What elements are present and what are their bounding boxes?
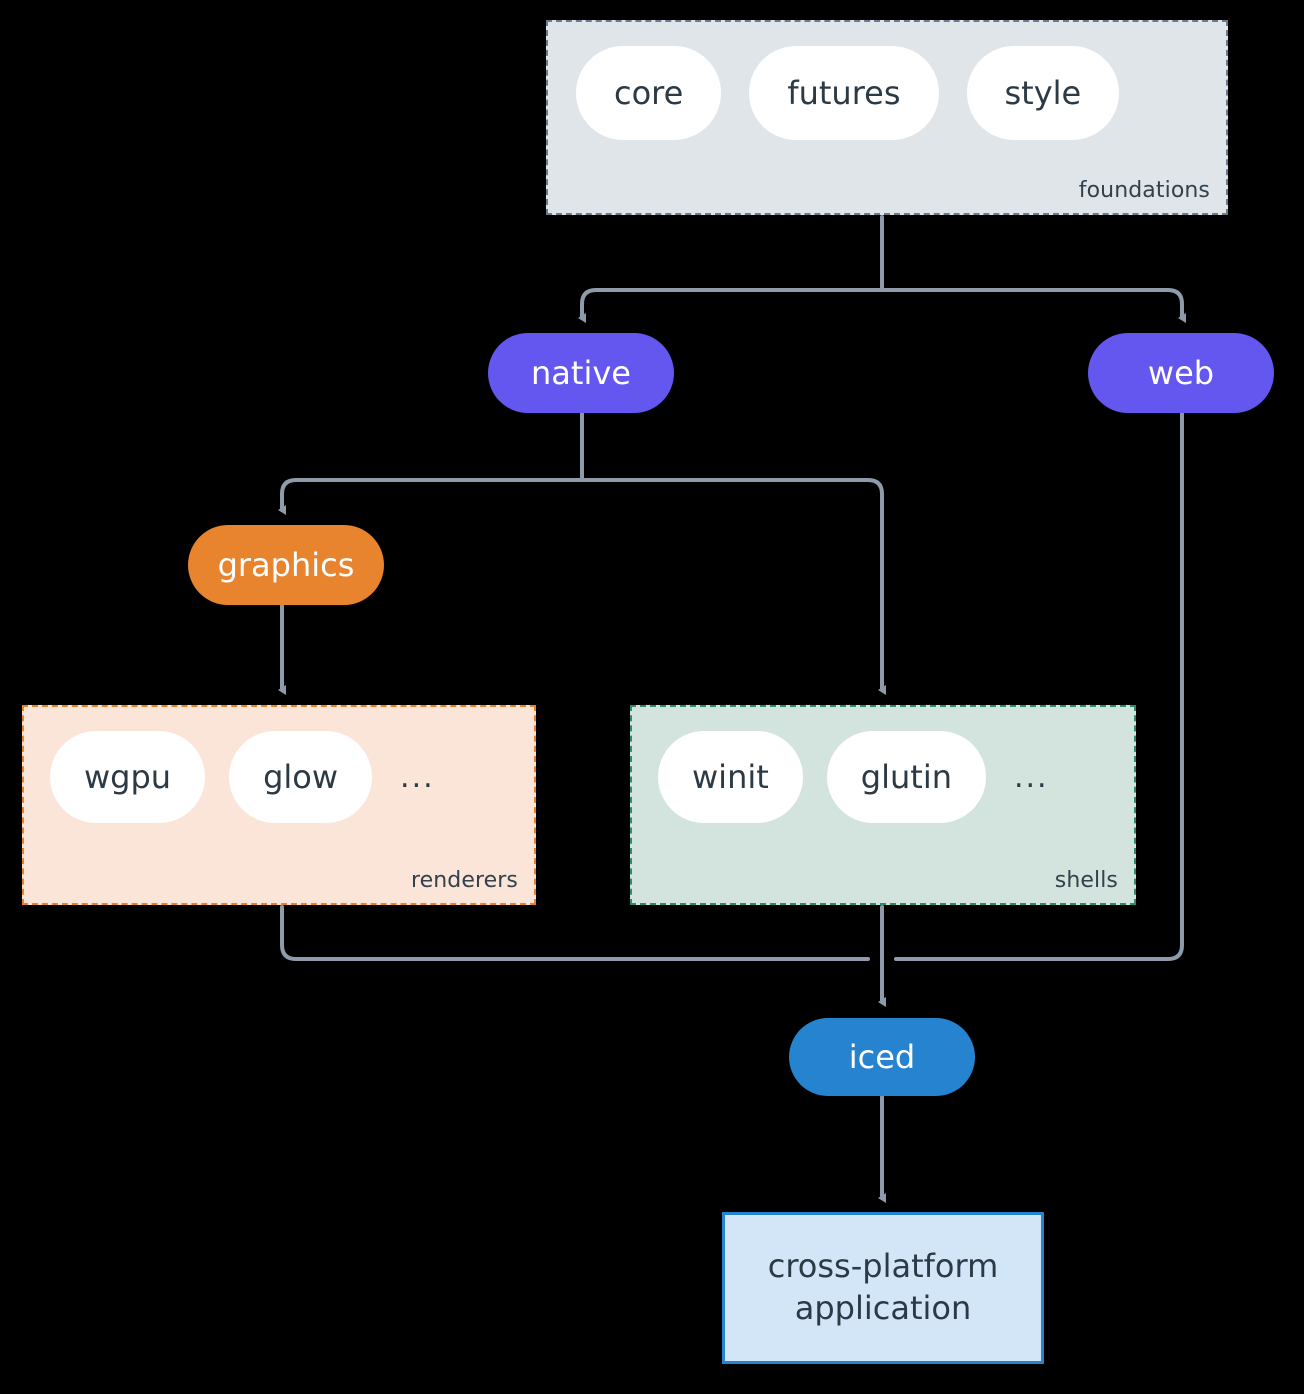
node-web[interactable]: web xyxy=(1088,333,1274,413)
chip-wgpu[interactable]: wgpu xyxy=(50,731,206,823)
application-line-2: application xyxy=(794,1289,972,1327)
chip-futures[interactable]: futures xyxy=(749,46,939,140)
chip-winit[interactable]: winit xyxy=(658,731,803,823)
shells-chip-list: winit glutin ... xyxy=(658,731,1049,823)
group-label-renderers: renderers xyxy=(410,868,518,893)
node-iced[interactable]: iced xyxy=(789,1018,975,1096)
chip-style[interactable]: style xyxy=(966,46,1120,140)
group-label-shells: shells xyxy=(1054,868,1118,893)
renderers-more-ellipsis: ... xyxy=(400,759,435,795)
chip-glutin[interactable]: glutin xyxy=(826,731,986,823)
group-label-foundations: foundations xyxy=(1078,178,1210,203)
edge-foundations-to-web xyxy=(880,288,1186,323)
node-cross-platform-application[interactable]: cross-platform application xyxy=(722,1212,1044,1364)
chip-core[interactable]: core xyxy=(576,46,722,140)
edge-native-to-shells xyxy=(580,478,886,695)
group-shells: winit glutin ... shells xyxy=(630,705,1136,905)
application-line-1: cross-platform xyxy=(767,1247,999,1286)
renderers-chip-list: wgpu glow ... xyxy=(50,731,435,823)
chip-glow[interactable]: glow xyxy=(229,731,373,823)
shells-more-ellipsis: ... xyxy=(1013,759,1049,795)
edge-renderers-to-iced xyxy=(280,905,870,961)
node-native[interactable]: native xyxy=(488,333,674,413)
foundations-chip-list: core futures style xyxy=(576,46,1120,140)
edge-native-to-graphics xyxy=(278,478,584,515)
group-foundations: core futures style foundations xyxy=(546,20,1228,215)
edge-foundations-to-native xyxy=(578,288,884,323)
node-graphics[interactable]: graphics xyxy=(188,525,384,605)
group-renderers: wgpu glow ... renderers xyxy=(22,705,536,905)
